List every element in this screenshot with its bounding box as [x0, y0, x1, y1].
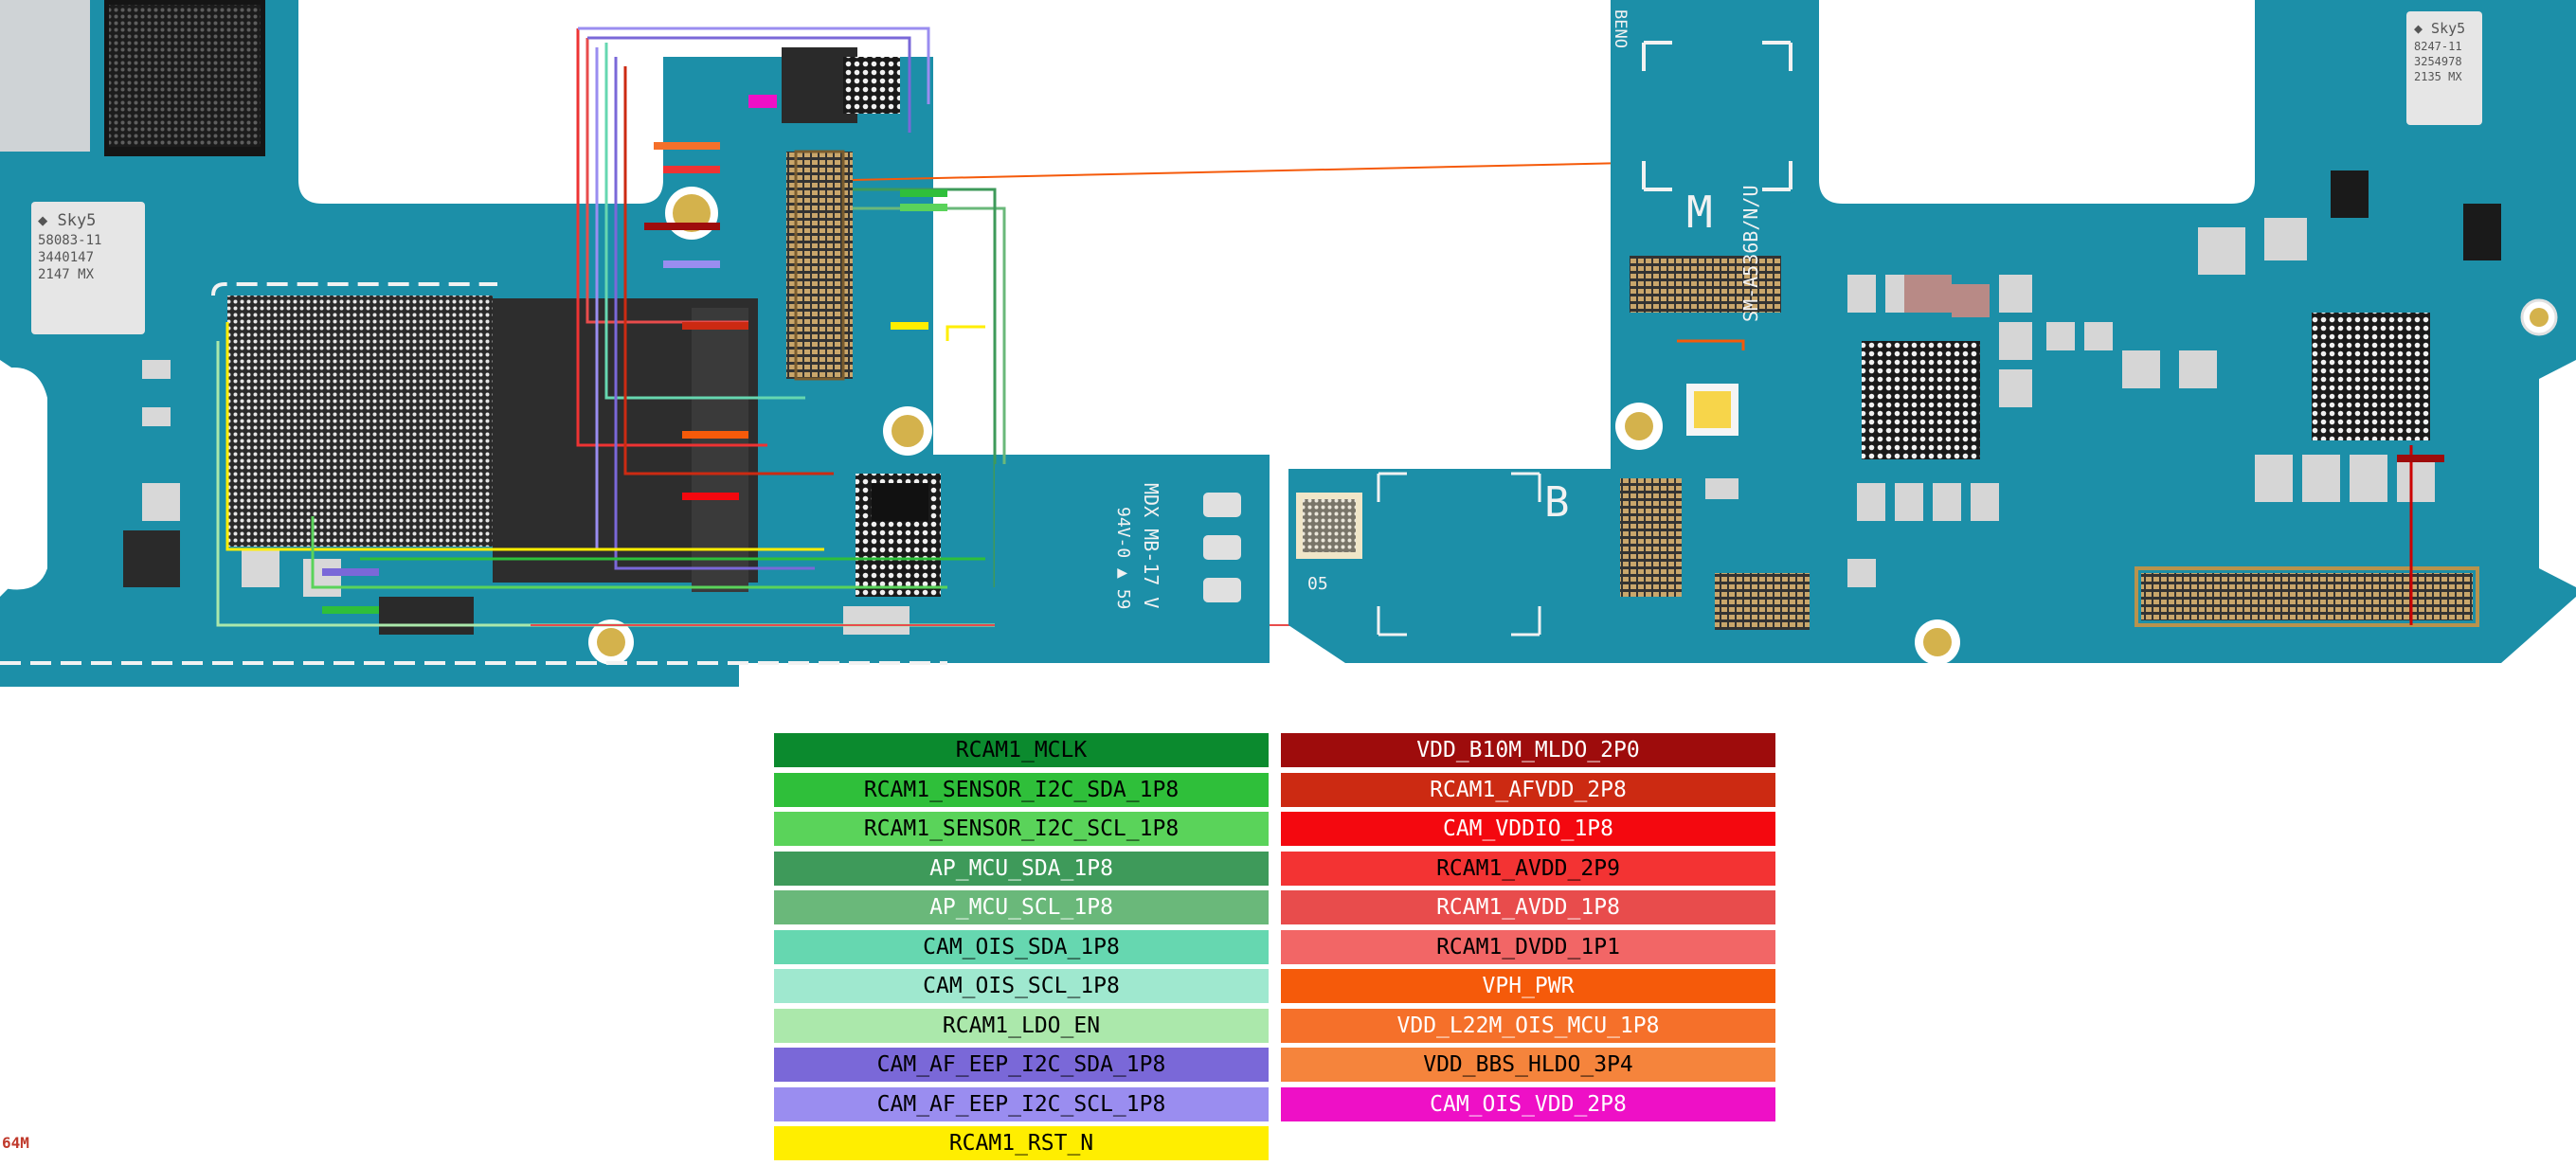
camera-model-tag: 64M	[2, 1134, 29, 1152]
center-flex-strip	[995, 464, 1270, 663]
legend-item: VDD_BBS_HLDO_3P4	[1281, 1048, 1775, 1082]
svg-text:94V-0 ▲ 59: 94V-0 ▲ 59	[1113, 507, 1133, 609]
trace-highlights	[322, 95, 947, 614]
svg-text:MDX MB-17 V: MDX MB-17 V	[1140, 483, 1162, 608]
svg-text:3440147: 3440147	[38, 250, 94, 265]
legend-item: VPH_PWR	[1281, 969, 1775, 1003]
legend-item: RCAM1_MCLK	[774, 733, 1269, 767]
legend-item: VDD_L22M_OIS_MCU_1P8	[1281, 1008, 1775, 1043]
legend-item: RCAM1_SENSOR_I2C_SCL_1P8	[774, 812, 1269, 846]
legend-item: AP_MCU_SCL_1P8	[774, 890, 1269, 924]
svg-text:BENO: BENO	[1611, 9, 1630, 48]
legend-item: CAM_OIS_VDD_2P8	[1281, 1086, 1775, 1121]
legend-item: AP_MCU_SDA_1P8	[774, 851, 1269, 886]
legend-item: VDD_B10M_MLDO_2P0	[1281, 733, 1775, 767]
legend-item: RCAM1_AVDD_1P8	[1281, 890, 1775, 924]
svg-text:◆ Sky5: ◆ Sky5	[2414, 20, 2465, 37]
svg-text:3254978: 3254978	[2414, 55, 2462, 68]
svg-text:M: M	[1686, 187, 1713, 238]
pcb-board-svg: ◆ Sky5 58083-11 3440147 2147 MX ◆ Sky5 8…	[0, 0, 2576, 687]
silkscreen-text: ◆ Sky5 58083-11 3440147 2147 MX ◆ Sky5 8…	[38, 9, 2465, 609]
left-board	[0, 0, 1270, 687]
svg-text:05: 05	[1307, 574, 1328, 594]
legend-item: RCAM1_LDO_EN	[774, 1008, 1269, 1043]
legend-item: RCAM1_SENSOR_I2C_SDA_1P8	[774, 772, 1269, 807]
svg-text:2135 MX: 2135 MX	[2414, 70, 2462, 83]
svg-text:◆ Sky5: ◆ Sky5	[38, 211, 96, 230]
svg-text:58083-11: 58083-11	[38, 233, 101, 248]
svg-text:8247-11: 8247-11	[2414, 40, 2462, 53]
right-board	[1288, 0, 2576, 665]
svg-text:B: B	[1544, 478, 1570, 527]
legend-item: RCAM1_AFVDD_2P8	[1281, 772, 1775, 807]
legend-item: RCAM1_RST_N	[774, 1126, 1269, 1160]
svg-text:SM-A536B/N/U: SM-A536B/N/U	[1739, 186, 1762, 323]
legend-item: RCAM1_DVDD_1P1	[1281, 929, 1775, 964]
legend-item: CAM_OIS_SCL_1P8	[774, 969, 1269, 1003]
legend-item: CAM_AF_EEP_I2C_SCL_1P8	[774, 1086, 1269, 1121]
svg-text:2147 MX: 2147 MX	[38, 267, 95, 282]
legend-item: CAM_AF_EEP_I2C_SDA_1P8	[774, 1048, 1269, 1082]
legend-item: CAM_VDDIO_1P8	[1281, 812, 1775, 846]
pcb-board-image: ◆ Sky5 58083-11 3440147 2147 MX ◆ Sky5 8…	[0, 0, 2576, 687]
legend-item: RCAM1_AVDD_2P9	[1281, 851, 1775, 886]
legend-item: CAM_OIS_SDA_1P8	[774, 929, 1269, 964]
